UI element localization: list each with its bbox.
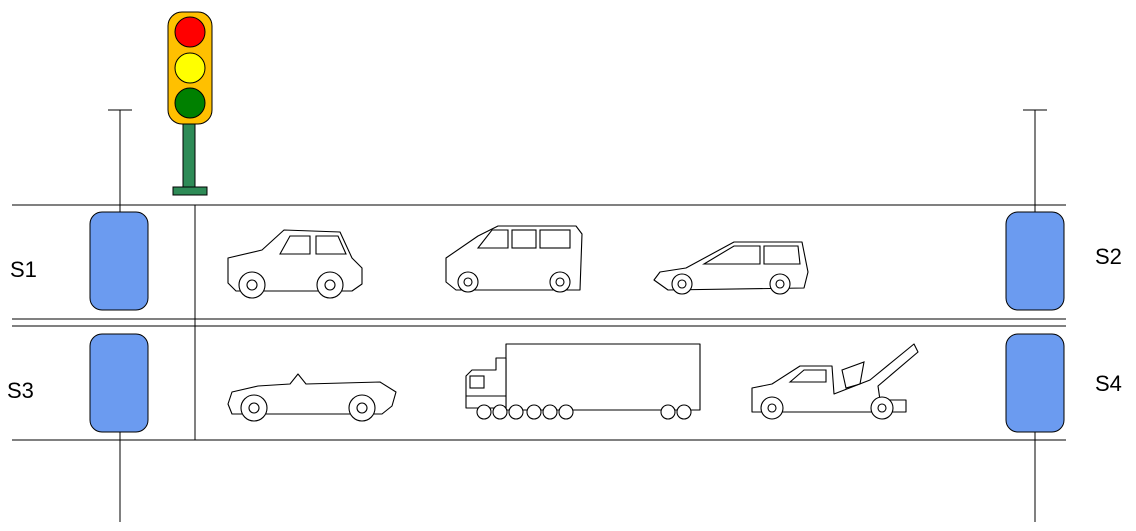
- convertible-icon: [228, 374, 396, 421]
- sensor-label-s3: S3: [7, 378, 34, 403]
- traffic-light-base: [173, 187, 207, 195]
- tow-truck-icon: [752, 344, 918, 419]
- sensor-cables: [108, 110, 1047, 522]
- hatchback-icon: [654, 242, 808, 294]
- sensor-s4: [1006, 334, 1064, 432]
- traffic-light: [168, 12, 212, 195]
- sensor-s3: [90, 334, 148, 432]
- yellow-light-icon: [175, 53, 205, 83]
- sensor-label-s4: S4: [1095, 371, 1122, 396]
- red-light-icon: [175, 17, 205, 47]
- green-light-icon: [175, 88, 205, 118]
- semi-truck-icon: [466, 344, 700, 419]
- sensor-s1: [90, 212, 148, 310]
- sensor-label-s1: S1: [10, 257, 37, 282]
- suv-car-icon: [228, 230, 362, 298]
- sensor-label-s2: S2: [1095, 244, 1122, 269]
- traffic-light-pole: [183, 122, 195, 188]
- sensor-s2: [1006, 212, 1064, 310]
- minivan-icon: [446, 226, 582, 292]
